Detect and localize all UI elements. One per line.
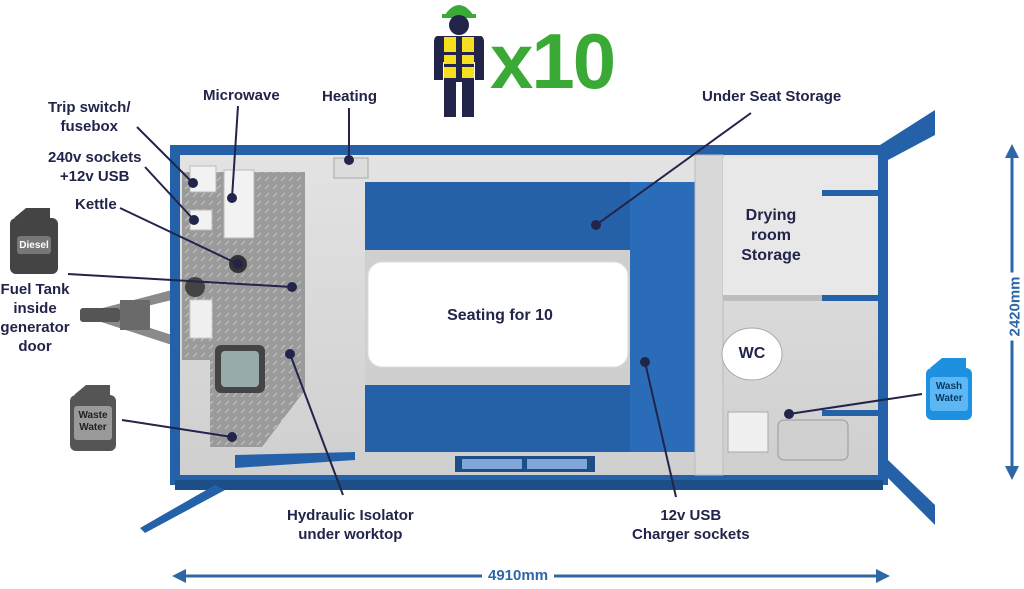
microwave-label: Microwave	[203, 87, 280, 104]
diesel-can-icon	[10, 208, 58, 274]
wc-label: WC	[738, 345, 766, 362]
heating-label: Heating	[322, 88, 378, 105]
trip-switch-label: Trip switch/fusebox	[48, 99, 131, 135]
diesel-label: Diesel	[19, 240, 49, 251]
leader-lines	[67, 105, 923, 498]
worker-icon	[434, 5, 484, 117]
under-seat-storage-label: Under Seat Storage	[702, 88, 842, 105]
waste-water-can-icon	[70, 385, 116, 451]
tow-hitch	[80, 290, 172, 345]
seating-label: Seating for 10	[447, 307, 553, 324]
occupancy-multiplier: x10	[490, 17, 616, 105]
sockets-label: 240v sockets+12v USB	[48, 149, 142, 185]
cabin-plan	[140, 110, 935, 533]
width-label: 2420mm	[1006, 272, 1024, 341]
length-label: 4910mm	[482, 567, 555, 584]
wash-water-can-icon	[926, 358, 972, 420]
kettle-label: Kettle	[75, 196, 117, 213]
